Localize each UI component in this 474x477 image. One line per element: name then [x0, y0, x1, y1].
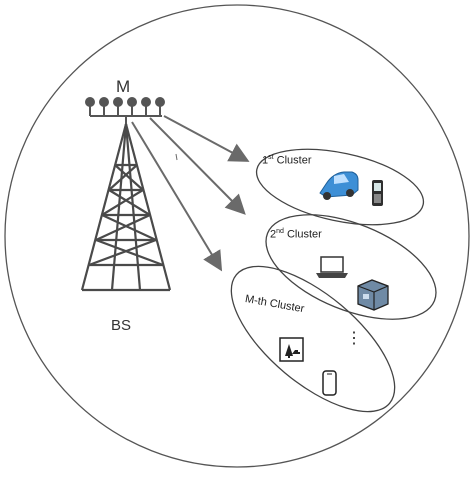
cluster-1-ellipse [255, 148, 425, 226]
car-icon [319, 171, 359, 200]
tower-icon [80, 123, 172, 292]
beam-tick [175, 153, 178, 161]
more-clusters-dots: ⋮ [346, 330, 362, 347]
cluster-2-ellipse [265, 214, 437, 320]
cluster-2-label: 2nd Cluster [270, 228, 322, 241]
cluster-2-sup: nd [276, 228, 284, 235]
beam-arrow-1 [163, 115, 250, 162]
cluster-m-ellipse [230, 265, 396, 413]
cluster-1-label: 1st Cluster [262, 154, 311, 167]
cluster-1-text: Cluster [273, 154, 312, 167]
antenna-array [85, 97, 165, 124]
laptop-icon [316, 256, 348, 278]
base-station-label: BS [111, 317, 132, 334]
phone-icon [372, 180, 383, 206]
coverage-circle [4, 4, 470, 468]
cluster-1-num: 1 [262, 154, 269, 167]
antenna-count-label: M [116, 77, 131, 96]
cluster-2-text: Cluster [283, 228, 322, 241]
tree-sign-icon [279, 337, 304, 362]
beam-arrow-3 [131, 121, 223, 272]
server-icon [357, 279, 389, 311]
beam-arrows [131, 115, 250, 272]
beam-arrow-2 [149, 117, 246, 215]
cluster-1-sup: st [268, 154, 274, 161]
smartphone-icon [322, 370, 337, 396]
cluster-2-num: 2 [270, 228, 277, 241]
